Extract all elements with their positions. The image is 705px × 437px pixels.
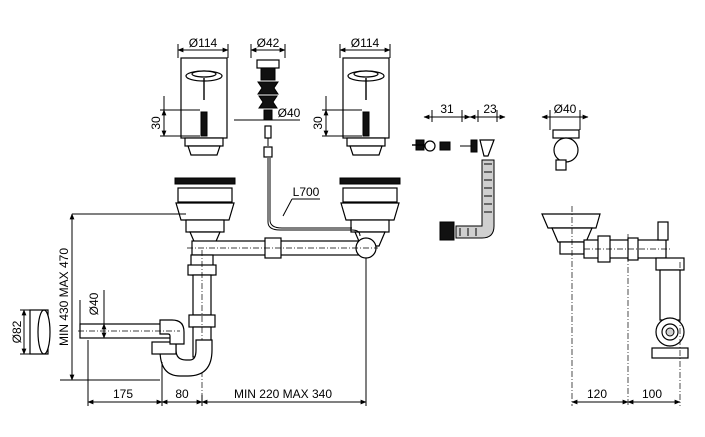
dim-trap-outlet: Ø40 [87,292,101,315]
dim-connector-width: 31 [440,102,454,116]
dim-stopper-width: Ø42 [257,36,280,50]
stopper-assembly: Ø42 Ø40 [234,36,301,158]
bottom-dimensions: 175 80 MIN 220 MAX 340 [87,258,367,406]
dim-side-left: 120 [587,387,607,401]
dim-bottom-mid: 80 [175,387,189,401]
dim-outlet-diameter: Ø82 [10,320,24,343]
dim-hose-connector-width: 23 [483,102,497,116]
height-dimension: MIN 430 MAX 470 [57,213,186,381]
dim-bottom-left: 175 [113,387,133,401]
dim-trap-height: MIN 430 MAX 470 [57,248,71,346]
dim-side-right: 100 [642,387,662,401]
right-basket-strainer: Ø114 30 [311,36,391,156]
overflow-connector-parts: 31 23 [412,102,506,241]
left-basket-strainer: Ø114 30 [149,36,229,156]
dim-basket-right-width: Ø114 [351,36,380,50]
dim-elbow-diameter: Ø40 [554,102,577,116]
elbow-fitting: Ø40 [541,102,589,171]
front-assembly: L700 Ø40 Ø82 [10,158,401,395]
dim-basket-right-height: 30 [311,116,325,130]
side-dimensions: 120 100 [571,387,681,405]
dim-stopper-pipe: Ø40 [278,106,301,120]
dim-bottom-right: MIN 220 MAX 340 [234,387,332,401]
side-view-assembly [541,206,689,406]
dim-cable-length: L700 [293,185,320,199]
dim-basket-left-width: Ø114 [189,36,218,50]
dim-basket-left-height: 30 [149,116,163,130]
